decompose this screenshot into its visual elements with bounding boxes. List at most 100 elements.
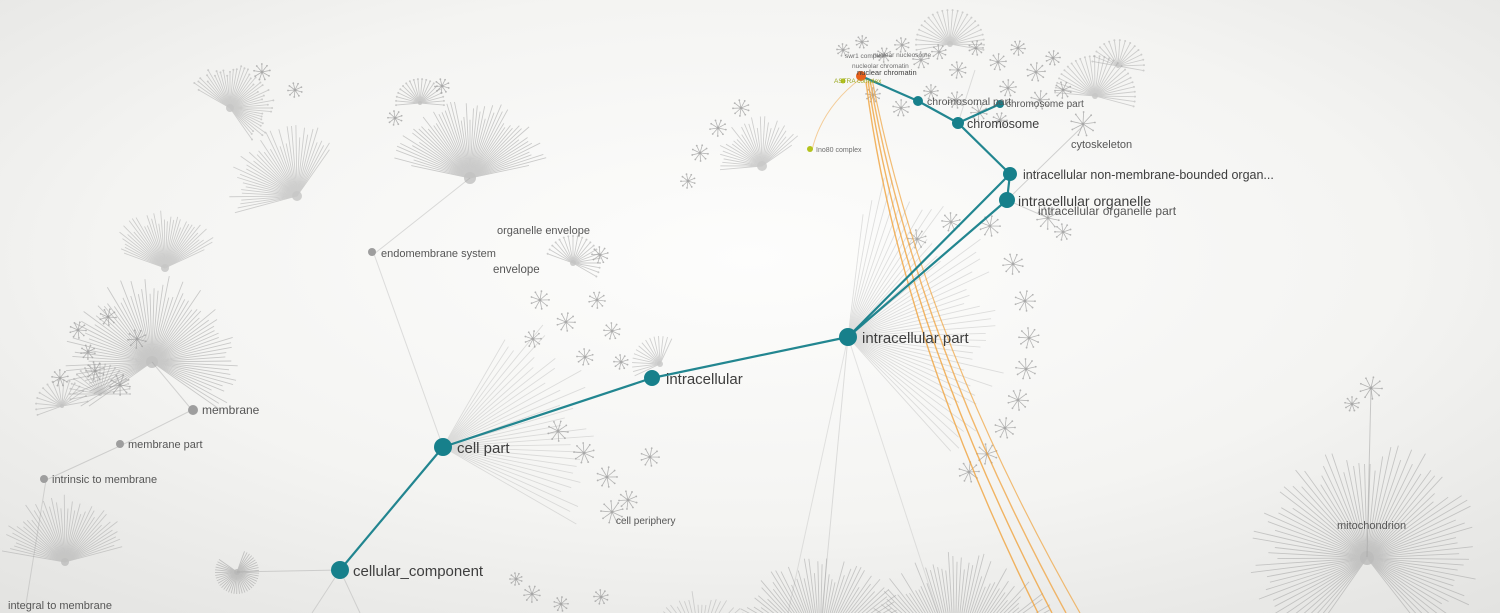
flower-node (947, 91, 965, 109)
layer-nodes (40, 71, 1017, 579)
graph-node-membrane_part[interactable] (116, 440, 124, 448)
flower-node (588, 291, 606, 309)
flower-node (640, 447, 660, 467)
node-label: membrane (202, 403, 260, 417)
flower-node (979, 215, 1001, 237)
gray-edge (373, 253, 444, 448)
node-label: membrane part (128, 439, 203, 451)
graph-node-intracellular_part[interactable] (839, 328, 857, 346)
flower-node (989, 53, 1007, 71)
flower-node (992, 112, 1008, 128)
fan-cluster (719, 116, 799, 171)
highlighted-path-edge (441, 376, 654, 449)
graph-node-intrinsic_to_membrane[interactable] (40, 475, 48, 483)
node-label: cellular_component (353, 563, 484, 580)
flower-node (1359, 376, 1383, 400)
flower-node (524, 330, 542, 348)
flower-node (1070, 111, 1096, 137)
flower-node (1054, 223, 1072, 241)
fan-cluster (395, 78, 445, 107)
flower-node (907, 229, 927, 249)
flower-node (287, 82, 303, 98)
graph-node-intracellular[interactable] (644, 370, 660, 386)
flower-node (1018, 327, 1040, 349)
flower-node (80, 344, 96, 360)
highlighted-path-edge (846, 198, 1009, 339)
graph-node-endomembrane_system[interactable] (368, 248, 376, 256)
flower-node (968, 40, 984, 56)
flower-node (51, 369, 69, 387)
node-label: cell part (457, 440, 510, 457)
fan-cluster (1091, 39, 1145, 72)
flower-node (1007, 389, 1029, 411)
graph-node-chromosomal_part[interactable] (913, 96, 923, 106)
layer-labels: cellular_component cell part intracellular… (8, 52, 1406, 612)
fan-cluster (847, 177, 1004, 452)
highlighted-path-edge (956, 121, 1012, 176)
highlighted-path-edge (846, 172, 1012, 339)
flower-node (99, 308, 117, 326)
node-label: cytoskeleton (1071, 139, 1132, 151)
graph-node-cellular_component[interactable] (331, 561, 349, 579)
flower-node (855, 35, 869, 49)
node-label: intrinsic to membrane (52, 474, 157, 486)
gray-edge (1366, 387, 1372, 558)
graph-node-ino80_complex[interactable] (807, 146, 813, 152)
fan-cluster (1, 494, 123, 566)
gray-edge (45, 444, 123, 481)
flower-node (912, 51, 930, 69)
gray-edge (847, 336, 939, 613)
graph-node-membrane[interactable] (188, 405, 198, 415)
gray-edge (236, 569, 341, 573)
highlighted-path-edge (859, 74, 920, 103)
fan-cluster (632, 336, 673, 377)
flower-node (600, 500, 624, 524)
flower-node (434, 78, 450, 94)
layer-orange (811, 78, 1081, 613)
flower-node (876, 47, 892, 63)
graph-node-intracellular_organelle[interactable] (999, 192, 1015, 208)
node-label: envelope (493, 264, 540, 276)
flower-node (1030, 90, 1050, 110)
flower-node (523, 585, 541, 603)
node-label: cell periphery (616, 516, 675, 527)
flower-node (553, 596, 569, 612)
graph-node-astra_complex[interactable] (840, 78, 846, 84)
flower-node (109, 374, 131, 396)
flower-node (573, 442, 595, 464)
graph-node-nuclear_chromatin[interactable] (856, 71, 866, 81)
flower-node (680, 173, 696, 189)
orange-relation-edge (865, 81, 1039, 613)
flower-node (931, 44, 947, 60)
graph-node-cell_part[interactable] (434, 438, 452, 456)
flower-node (941, 212, 961, 232)
gray-edge (1006, 125, 1084, 201)
graph-node-chromosome_part[interactable] (996, 100, 1004, 108)
flower-node (1002, 253, 1024, 275)
flower-node (387, 110, 403, 126)
fan-cluster (229, 125, 330, 214)
graph-node-non_membrane_organelle[interactable] (1003, 167, 1017, 181)
node-label: nuclear nucleosome (873, 52, 932, 59)
flower-node (530, 290, 550, 310)
flower-node (994, 417, 1016, 439)
fan-cluster (65, 275, 238, 411)
node-label: intracellular organelle (1018, 193, 1151, 209)
node-label: nucleolar chromatin (852, 63, 909, 70)
gray-edge (373, 177, 471, 255)
flower-node (613, 354, 629, 370)
graph-node-chromosome[interactable] (952, 117, 964, 129)
highlighted-path-edge (650, 335, 850, 380)
flower-node (1045, 50, 1061, 66)
highlighted-path-edge (916, 99, 960, 125)
flower-node (1036, 206, 1060, 230)
highlighted-path-edge (338, 445, 445, 572)
node-label: swr1 complex (845, 53, 885, 60)
flower-node (253, 63, 271, 81)
gray-edge (121, 409, 193, 446)
flower-node (894, 37, 910, 53)
flower-node (576, 348, 594, 366)
